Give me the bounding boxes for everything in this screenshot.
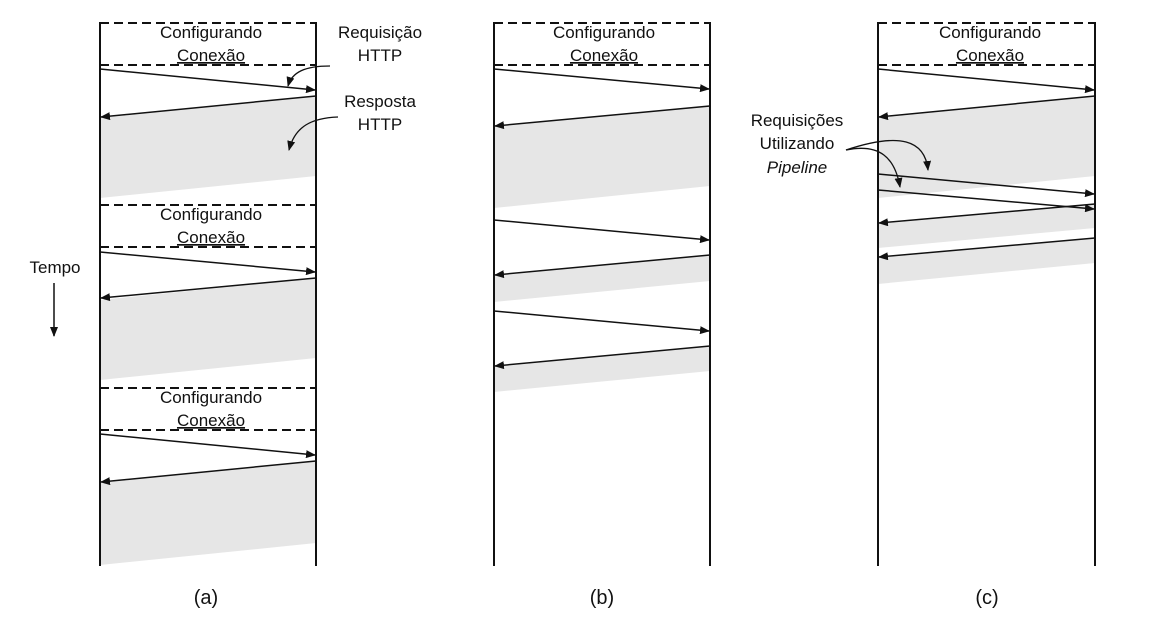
panel-a-setup-3-label-line1: Configurando xyxy=(160,388,262,407)
panel-b-transfer-shade-3 xyxy=(494,346,710,392)
pipeline-annotation-line3: Pipeline xyxy=(767,158,828,177)
request-annotation-line2: HTTP xyxy=(358,46,402,65)
panel-c-transfer-shade-3 xyxy=(878,238,1095,284)
panel-a-response-arrow-3 xyxy=(100,460,317,486)
panel-a-setup-1-label-line1: Configurando xyxy=(160,23,262,42)
response-annotation-line2: HTTP xyxy=(358,115,402,134)
panel-b-response-arrow-2 xyxy=(494,254,711,279)
panel-a-transfer-shade-2 xyxy=(100,278,316,380)
time-axis: Tempo xyxy=(29,258,81,337)
panel-b-transfer-shade-2 xyxy=(494,255,710,302)
panel-c-response-arrow-2 xyxy=(878,203,1096,227)
panel-c-pipelined-request-arrow-2 xyxy=(877,189,1095,213)
panel-c-setup-label-line2: Conexão xyxy=(956,46,1024,65)
panel-a-transfer-shade-1 xyxy=(100,96,316,198)
panel-b-response-arrow-3 xyxy=(494,345,711,370)
panel-b-request-arrow-2 xyxy=(493,219,710,244)
panel-a-setup-2-label-line2: Conexão xyxy=(177,228,245,247)
panel-c: Configurando Conexão Requisições Utiliza… xyxy=(751,22,1096,609)
request-annotation-pointer xyxy=(286,65,331,87)
panel-c-setup-label-line1: Configurando xyxy=(939,23,1041,42)
panel-b-request-arrow-3 xyxy=(493,310,710,335)
caption-c: (c) xyxy=(975,587,998,609)
time-label: Tempo xyxy=(29,258,80,277)
panel-b-response-arrow-1 xyxy=(494,105,711,130)
panel-c-transfer-shade-2 xyxy=(878,204,1095,248)
panel-a-response-arrow-2 xyxy=(100,277,317,302)
panel-a-request-arrow-3 xyxy=(99,433,316,459)
panel-a-response-arrow-1 xyxy=(100,95,317,121)
panel-c-transfer-shade-1 xyxy=(878,96,1095,198)
panel-b-request-arrow-1 xyxy=(493,68,710,93)
panel-c-response-arrow-1 xyxy=(878,95,1096,121)
request-annotation-line1: Requisição xyxy=(338,23,422,42)
panel-a-setup-3-label-line2: Conexão xyxy=(177,411,245,430)
panel-b-setup-label-line1: Configurando xyxy=(553,23,655,42)
response-annotation-line1: Resposta xyxy=(344,92,416,111)
panel-a-setup-2-label-line1: Configurando xyxy=(160,205,262,224)
panel-b-setup-label-line2: Conexão xyxy=(570,46,638,65)
pipeline-annotation-pointer-1 xyxy=(845,147,903,188)
panel-a-request-arrow-1 xyxy=(99,68,316,94)
panel-b-transfer-shade-1 xyxy=(494,105,710,208)
pipeline-annotation-line1: Requisições xyxy=(751,111,844,130)
caption-b: (b) xyxy=(590,587,614,609)
caption-a: (a) xyxy=(194,587,218,609)
panel-c-pipelined-request-arrow-1 xyxy=(877,173,1095,198)
panel-a-transfer-shade-3 xyxy=(100,461,316,565)
panel-a: Configurando Conexão Configurando Conexã… xyxy=(99,22,422,609)
pipeline-annotation-pointer-2 xyxy=(845,139,932,171)
panel-c-request-arrow-1 xyxy=(877,68,1095,94)
panel-a-setup-1-label-line2: Conexão xyxy=(177,46,245,65)
panel-c-response-arrow-3 xyxy=(878,237,1096,261)
response-annotation-pointer xyxy=(287,116,339,151)
panel-b: Configurando Conexão (b) xyxy=(493,22,711,609)
pipeline-annotation-line2: Utilizando xyxy=(760,134,835,153)
panel-a-request-arrow-2 xyxy=(99,251,316,276)
